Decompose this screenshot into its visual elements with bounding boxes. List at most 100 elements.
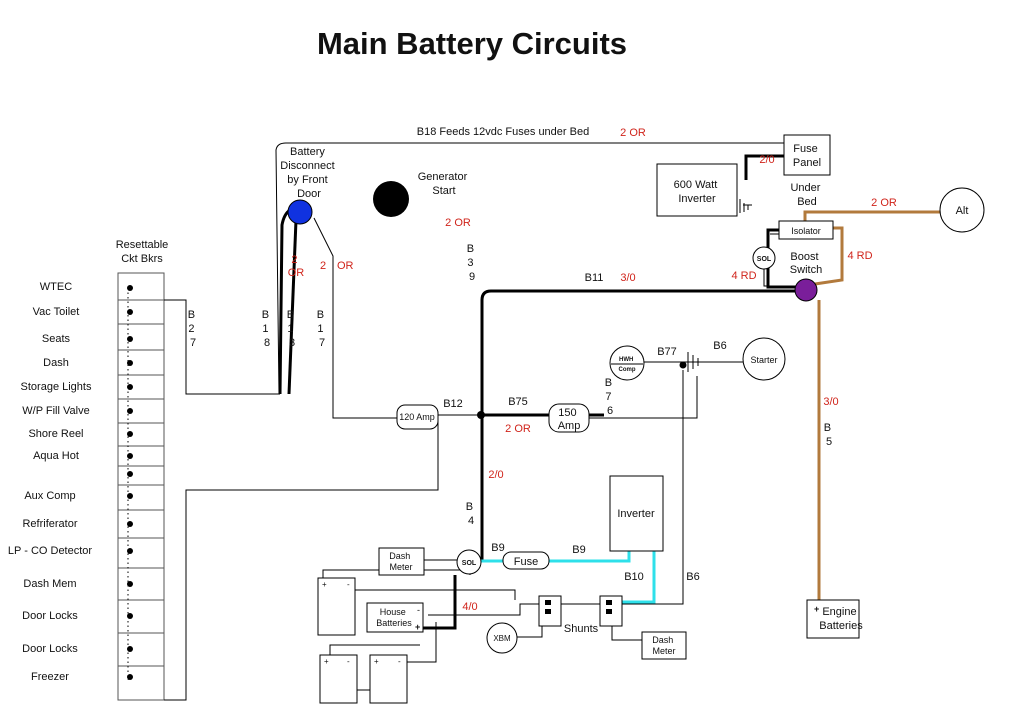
b9-a-label: B9	[491, 542, 504, 554]
breaker-label-dash: Dash	[43, 357, 69, 369]
isolator	[778, 220, 834, 240]
breaker-label-wtec: WTEC	[40, 281, 72, 293]
b11-gauge-label: 3/0	[620, 272, 635, 284]
breaker-terminal	[127, 521, 133, 527]
battery-cell-top: + -	[317, 577, 356, 636]
b5-gauge-label: 3/0	[823, 396, 838, 408]
or2-a-label: 2 OR	[288, 254, 305, 279]
hwh-comp-relay	[609, 345, 645, 381]
breaker-label-seats: Seats	[42, 333, 71, 345]
fuse-120-amp	[396, 404, 439, 430]
breaker-label-aqua-hot: Aqua Hot	[33, 450, 79, 462]
breaker-label-refriferator: Refriferator	[22, 518, 77, 530]
b4-gauge-label: 2/0	[488, 469, 503, 481]
under-bed-label: Under Bed	[790, 182, 823, 208]
ground-symbol-inverter	[743, 203, 749, 212]
fuse-b9-label: Fuse	[514, 556, 538, 568]
b9-b-label: B9	[572, 544, 585, 556]
boost-solenoid-label: SOL	[757, 256, 772, 263]
svg-text:+: +	[322, 580, 327, 589]
thin-wires	[164, 142, 805, 702]
house-batteries-plus: +	[415, 622, 420, 632]
b5-label: B 5	[824, 422, 834, 448]
svg-text:-: -	[347, 657, 350, 666]
battery-disconnect-label: Battery Disconnect by Front Door	[280, 146, 337, 200]
house-batteries-minus: -	[417, 605, 420, 615]
fuse-panel-label: Fuse Panel	[793, 143, 821, 169]
cyan-wires	[481, 551, 656, 604]
breaker-label-freezer: Freezer	[31, 671, 69, 683]
hwh-comp-label: HWH Comp	[619, 357, 636, 373]
inverter-600w-label: 600 Watt Inverter	[674, 179, 721, 205]
inverter-label: Inverter	[617, 508, 655, 520]
svg-text:+: +	[374, 657, 379, 666]
b12-node	[477, 411, 485, 419]
battery-cell-bottom-right: + -	[369, 654, 408, 704]
b17-label: B 1 7	[317, 309, 327, 349]
breaker-terminal	[127, 548, 133, 554]
breaker-label-lp-co-detector: LP - CO Detector	[8, 545, 92, 557]
b6-low-label: B6	[686, 571, 699, 583]
starter	[742, 337, 786, 381]
breaker-terminal	[127, 646, 133, 652]
b11-label: B11	[585, 272, 604, 284]
boost-solenoid	[752, 246, 776, 270]
engine-batteries-label: Engine Batteries	[819, 606, 863, 632]
breaker-terminal	[127, 674, 133, 680]
dash-meter-2	[641, 631, 687, 660]
breaker-terminal	[127, 493, 133, 499]
engine-batteries	[806, 599, 860, 639]
b75-gauge-label: 2 OR	[505, 423, 531, 435]
isolator-label: Isolator	[791, 226, 821, 236]
gauge-4-0-label: 4/0	[462, 601, 477, 613]
b77-label: B77	[657, 346, 677, 358]
breaker-header-line2: Ckt Bkrs	[121, 253, 163, 265]
b39-gauge-label: 2 OR	[445, 217, 471, 229]
battery-disconnect-switch	[287, 199, 313, 225]
b39-label: B 3 9	[467, 243, 477, 283]
dash-meter-1-label: Dash Meter	[389, 551, 413, 572]
shunts-label: Shunts	[564, 623, 599, 635]
b76-label: B 7 6	[605, 377, 615, 417]
b6-top-label: B6	[713, 340, 726, 352]
b13-label: B 1 3	[287, 309, 297, 349]
battery-cell-bottom-left: + -	[319, 654, 358, 704]
main-solenoid-label: SOL	[462, 560, 477, 567]
fuse-panel	[783, 134, 831, 176]
breaker-label-dash-mem: Dash Mem	[23, 578, 76, 590]
b12-label: B12	[443, 398, 463, 410]
breaker-label-vac-toilet: Vac Toilet	[33, 306, 80, 318]
breaker-label-aux-comp: Aux Comp	[24, 490, 75, 502]
boost-switch	[794, 278, 818, 302]
svg-text:-: -	[398, 657, 401, 666]
rd4-left-label: 4 RD	[731, 270, 756, 282]
alt-gauge-label: 2 OR	[871, 197, 897, 209]
b77-node	[679, 361, 687, 369]
breaker-label-storage-lights: Storage Lights	[21, 381, 92, 393]
inverter-gauge-label: 2/0	[759, 154, 774, 166]
breaker-terminal	[127, 613, 133, 619]
or2-b-label: 2 OR	[320, 260, 354, 272]
breaker-terminal	[127, 431, 133, 437]
fuse-150-amp	[548, 403, 590, 433]
breaker-label-door-locks-1: Door Locks	[22, 610, 78, 622]
breaker-label-door-locks-2: Door Locks	[22, 643, 78, 655]
generator-start-label: Generator Start	[418, 171, 471, 197]
engine-batteries-plus: +	[814, 604, 819, 614]
b4-label: B 4	[466, 501, 476, 527]
starter-label: Starter	[750, 355, 777, 365]
ground-symbol-b77	[687, 352, 699, 372]
house-batteries	[366, 602, 424, 633]
breaker-header-line1: Resettable	[116, 239, 169, 251]
b27-label: B 2 7	[188, 309, 198, 349]
breaker-labels: WTEC Vac Toilet Seats Dash Storage Light…	[8, 281, 92, 683]
xbm-label: XBM	[493, 634, 511, 643]
page-title: Main Battery Circuits	[317, 26, 627, 61]
house-batteries-label: House Batteries	[376, 607, 412, 628]
b18-vertical-label: B 1 8	[262, 309, 272, 349]
generator-start-switch	[373, 181, 409, 217]
fuse-b9	[502, 551, 550, 570]
boost-switch-label: Boost Switch	[790, 251, 822, 276]
breaker-label-wp-fill-valve: W/P Fill Valve	[22, 405, 89, 417]
